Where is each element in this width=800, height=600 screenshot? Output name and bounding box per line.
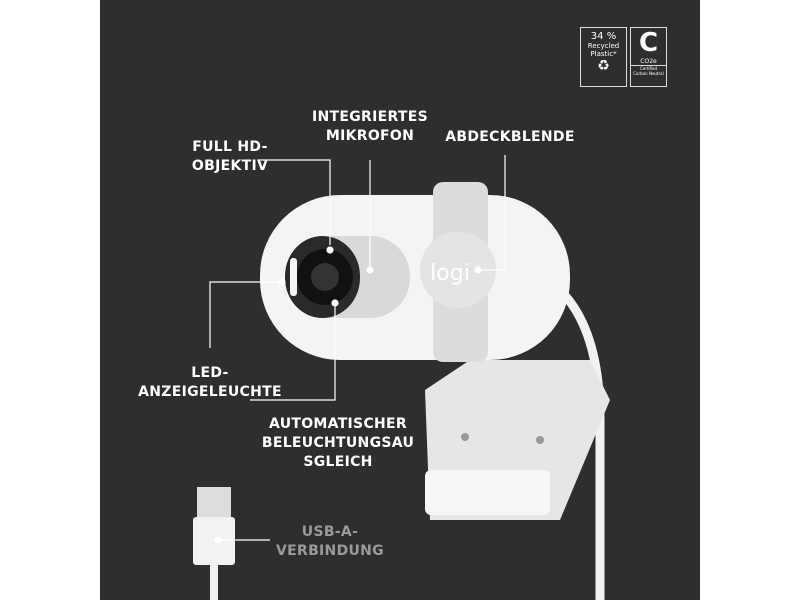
label-shutter: ABDECKBLENDE: [445, 129, 575, 145]
logo: logi: [430, 261, 470, 286]
carbon-neutral-badge: C CO2e Certified Carbon Neutral: [630, 27, 667, 87]
recycled-plastic-badge: 34 % Recycled Plastic* ♻: [580, 27, 627, 87]
product-image: logi 34 % Recycled Plastic* ♻ C CO2e Cer…: [100, 0, 700, 600]
label-usb: USB-A-VERBINDUNG: [276, 524, 384, 559]
label-led: LED-ANZEIGELEUCHTE: [138, 365, 282, 400]
label-lens: FULL HD-OBJEKTIV: [191, 139, 269, 174]
recycle-icon: ♻: [597, 58, 610, 74]
webcam-illustration: logi: [193, 155, 610, 600]
